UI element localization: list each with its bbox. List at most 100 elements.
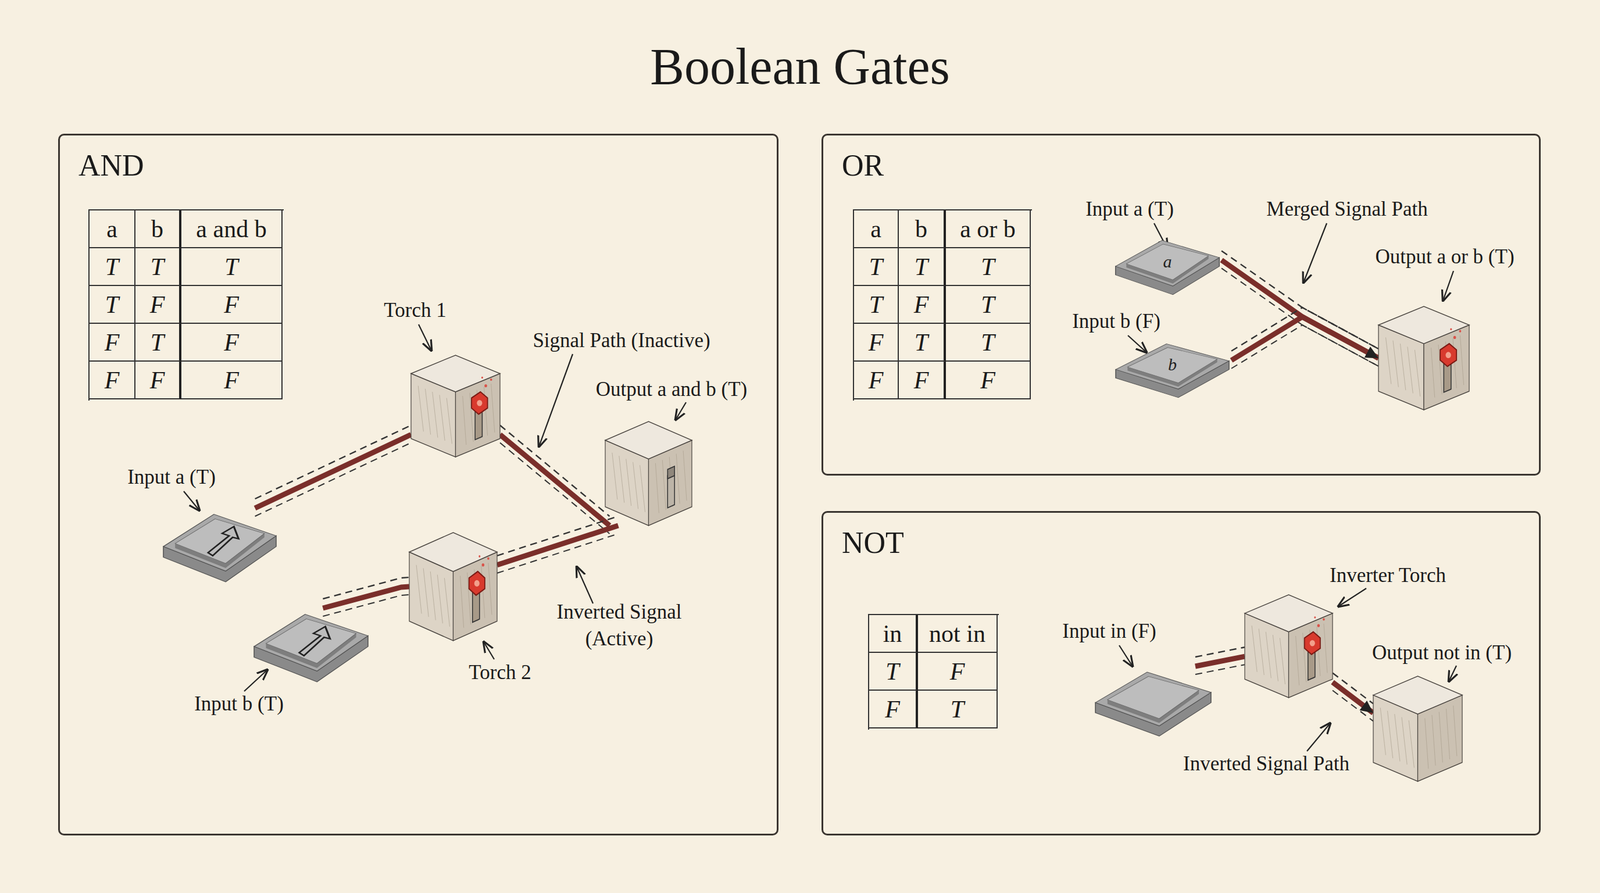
table-cell: F (135, 286, 182, 324)
path-outline (322, 594, 410, 617)
signal-path (1231, 307, 1379, 369)
table-cell: T (945, 286, 1031, 324)
pressure-plate (1093, 666, 1214, 739)
table-cell: F (854, 323, 899, 362)
gate-panel: AND Input a (T) Torch 1 Output a and b (T) I… (58, 133, 779, 836)
callout-label: Output a or b (T) (1375, 245, 1514, 269)
path-callout: Signal Path (Inactive) (532, 327, 710, 355)
signal-path (500, 425, 610, 535)
path-callout: Inverted Signal Path (1183, 750, 1350, 778)
table-cell: F (898, 361, 946, 400)
callout-label: Torch 1 (383, 298, 446, 323)
table-cell: T (945, 248, 1031, 287)
arrow-symbol (208, 526, 239, 556)
table-cell: T (854, 286, 899, 324)
signal-path (497, 516, 619, 574)
redstone-wire (322, 586, 410, 609)
redstone-wire (1195, 656, 1245, 667)
callout-label: Output a and b (T) (595, 377, 748, 402)
path-outline (1332, 690, 1374, 721)
gate-panel: NOTInput in (F)Inverter TorchOutput not … (821, 511, 1541, 836)
input-plate: Input b (F)b (1113, 338, 1232, 400)
arrow-symbol (299, 626, 331, 656)
table-cell: F (854, 361, 899, 400)
block-cube (411, 355, 500, 457)
table-header: in (869, 615, 919, 653)
callout-label: Torch 2 (468, 661, 531, 685)
torch-block: Output not in (T) (1373, 676, 1463, 782)
table-header: b (898, 210, 946, 249)
block-cube (605, 421, 692, 526)
table-cell: T (135, 323, 182, 362)
torch-flame (469, 571, 485, 596)
path-outline (500, 443, 610, 535)
table-header: a (89, 210, 136, 249)
table-header: a (854, 210, 899, 249)
table-header: a and b (181, 210, 283, 249)
callout-label: Input b (F) (1072, 309, 1161, 334)
torch-block: Output a and b (T) (605, 421, 692, 526)
signal-path (255, 425, 412, 517)
table-cell: T (918, 690, 998, 729)
table-cell: F (89, 361, 136, 400)
torch-block: Output a or b (T) (1378, 306, 1470, 410)
torch-block: Torch 2 (409, 532, 498, 641)
signal-path (322, 577, 410, 617)
callout-label: Input in (F) (1062, 619, 1156, 644)
table-cell: F (918, 652, 998, 691)
callout-label: Input a (T) (1085, 197, 1174, 221)
signal-path (1195, 647, 1245, 675)
input-plate: Input in (F) (1093, 666, 1214, 739)
redstone-wire (500, 434, 610, 527)
input-plate: Input a (T) (161, 508, 279, 585)
table-cell: T (854, 248, 899, 287)
input-plate: Input b (T) (251, 608, 371, 685)
table-cell: T (135, 248, 182, 287)
gate-panel: ORInput a (T)aInput b (F)bOutput a or b … (821, 133, 1541, 476)
path-outline (255, 443, 412, 517)
plate-letter: b (1168, 354, 1177, 375)
path-callout: Merged Signal Path (1266, 195, 1428, 223)
table-header: not in (918, 615, 998, 653)
table-cell: T (89, 248, 136, 287)
callout-label: Input b (T) (194, 692, 284, 716)
table-cell: T (945, 323, 1031, 362)
path-outline (1195, 664, 1245, 675)
table-cell: F (181, 361, 283, 400)
input-plate: Input a (T)a (1113, 235, 1222, 298)
path-outline (1221, 268, 1379, 367)
table-cell: F (135, 361, 182, 400)
torch-block: Inverter Torch (1244, 594, 1333, 698)
table-cell: F (181, 286, 283, 324)
arrow-head (1364, 347, 1379, 359)
torch-flame (1304, 631, 1321, 655)
block-cube (1244, 594, 1333, 698)
table-header: a or b (945, 210, 1031, 249)
path-outline (1231, 325, 1379, 369)
signal-path (1332, 672, 1374, 721)
panel-heading: AND (78, 148, 145, 183)
table-cell: F (181, 323, 283, 362)
plate-letter: a (1163, 251, 1173, 272)
panel-heading: NOT (841, 525, 905, 560)
redstone-wire (497, 525, 619, 566)
redstone-wire (1332, 681, 1374, 713)
table-cell: F (89, 323, 136, 362)
table-cell: T (869, 652, 919, 691)
pressure-plate (251, 608, 371, 685)
table-cell: T (898, 323, 946, 362)
table-cell: F (898, 286, 946, 324)
table-cell: F (945, 361, 1031, 400)
signal-path (1221, 250, 1379, 367)
diagram-title: Boolean Gates (650, 37, 950, 96)
torch-head (667, 466, 675, 479)
path-outline (255, 425, 412, 500)
table-header: b (135, 210, 182, 249)
path-callout: Inverted Signal (Active) (540, 598, 698, 652)
block-cube (409, 532, 498, 641)
panel-heading: OR (841, 148, 884, 183)
block-cube (1378, 306, 1470, 410)
callout-label: Output not in (T) (1372, 641, 1512, 665)
path-outline (497, 516, 619, 556)
